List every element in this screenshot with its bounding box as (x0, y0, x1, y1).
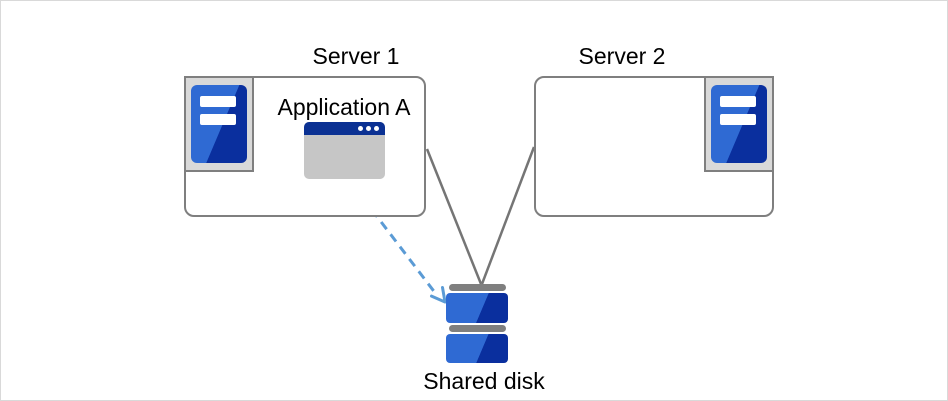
server1-title: Server 1 (312, 43, 400, 69)
server-tower-icon (191, 85, 247, 163)
app-window-icon (304, 122, 385, 179)
window-dot-icon (366, 126, 371, 131)
dashed-arrow-head (430, 286, 447, 304)
shared-disk-icon (446, 284, 508, 363)
server-tower-icon (711, 85, 767, 163)
application-a-label: Application A (277, 94, 411, 120)
shared-disk-label: Shared disk (423, 368, 545, 394)
window-dot-icon (358, 126, 363, 131)
window-dot-icon (374, 126, 379, 131)
server2-server-icon (704, 76, 774, 172)
server2-title: Server 2 (578, 43, 666, 69)
app-window-titlebar (304, 122, 385, 135)
connector-server1-disk (425, 148, 483, 285)
server1-server-icon (184, 76, 254, 172)
connector-server2-disk (480, 146, 536, 285)
